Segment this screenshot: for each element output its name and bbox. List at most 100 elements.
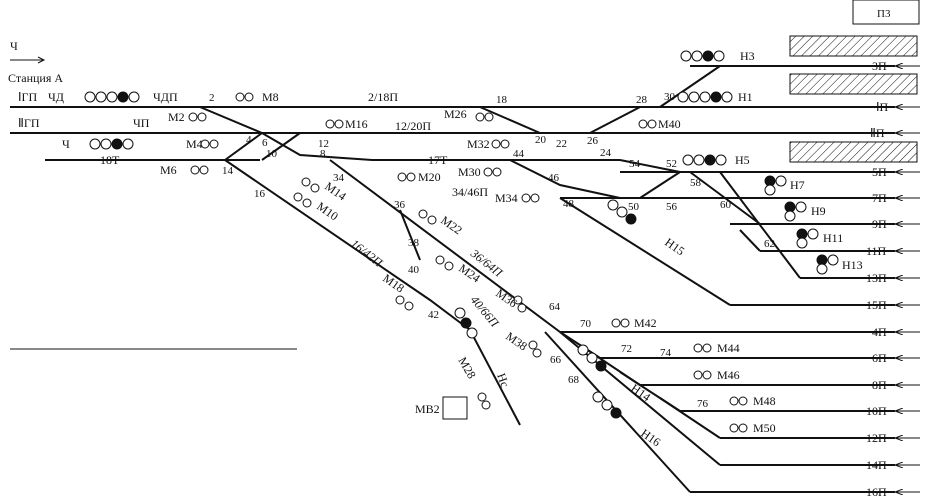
switch-18: 18 bbox=[496, 94, 508, 106]
switch-14: 14 bbox=[222, 165, 234, 177]
label-n7: Н7 bbox=[790, 178, 805, 192]
signal-n16-head bbox=[592, 391, 622, 419]
label-chdp: ЧДП bbox=[153, 90, 178, 104]
label-m18: М18 bbox=[380, 271, 407, 295]
label-track-10: 10П bbox=[866, 404, 887, 418]
direction-label-top: Ч bbox=[10, 39, 18, 53]
label-34-46p: 34/46П bbox=[452, 185, 488, 199]
label-track-13: 13П bbox=[866, 271, 887, 285]
station-box bbox=[852, 0, 920, 25]
label-m6: М6 bbox=[160, 163, 177, 177]
mv2-box bbox=[442, 396, 468, 420]
signal-n14-head bbox=[577, 344, 607, 372]
switch-10: 10 bbox=[266, 148, 278, 160]
switch-34: 34 bbox=[333, 172, 345, 184]
switch-26: 26 bbox=[587, 135, 599, 147]
switch-54: 54 bbox=[629, 158, 641, 170]
switch-36: 36 bbox=[394, 199, 406, 211]
signal-n1-head bbox=[677, 91, 733, 103]
label-track-2: ⅡП bbox=[870, 126, 885, 140]
platform-3 bbox=[789, 141, 918, 163]
label-m28: М28 bbox=[455, 355, 478, 382]
track-36-64 bbox=[329, 159, 721, 466]
signal-n9-head bbox=[784, 201, 807, 222]
label-track-11: 11П bbox=[866, 244, 887, 258]
label-m10: М10 bbox=[314, 199, 341, 223]
label-m30: М30 bbox=[458, 165, 481, 179]
label-track-5: 5П bbox=[872, 165, 887, 179]
label-n3: Н3 bbox=[740, 49, 755, 63]
label-track-16: 16П bbox=[866, 485, 887, 497]
signal-n5-head bbox=[682, 154, 727, 166]
label-track-7: 7П bbox=[872, 191, 887, 205]
signal-n13-head bbox=[816, 254, 839, 275]
track-end-arrows bbox=[895, 66, 920, 492]
switch-70: 70 bbox=[580, 318, 592, 330]
label-nc: Нс bbox=[494, 371, 512, 389]
switch-46: 46 bbox=[548, 172, 560, 184]
label-chd: ЧД bbox=[48, 90, 64, 104]
label-track-1gp: ⅠГП bbox=[18, 90, 37, 104]
switch-6: 6 bbox=[262, 137, 268, 149]
switch-4: 4 bbox=[246, 134, 252, 146]
label-n13: Н13 bbox=[842, 258, 863, 272]
label-track-15: 15П bbox=[866, 298, 887, 312]
label-m2: М2 bbox=[168, 110, 185, 124]
switch-76: 76 bbox=[697, 398, 709, 410]
switch-74: 74 bbox=[660, 347, 672, 359]
label-m20: М20 bbox=[418, 170, 441, 184]
label-track-12: 12П bbox=[866, 431, 887, 445]
switch-22: 22 bbox=[556, 138, 567, 150]
label-track-8: 8П bbox=[872, 378, 887, 392]
label-n15: Н15 bbox=[662, 235, 687, 258]
label-m32: М32 bbox=[467, 137, 490, 151]
label-track-6: 6П bbox=[872, 351, 887, 365]
label-m26: М26 bbox=[444, 107, 467, 121]
label-track-1: ⅠП bbox=[876, 100, 889, 114]
signal-chd-head bbox=[84, 91, 140, 103]
switch-38: 38 bbox=[408, 237, 420, 249]
label-track-3: 3П bbox=[872, 59, 887, 73]
label-m40: М40 bbox=[658, 117, 681, 131]
label-m38: М38 bbox=[503, 329, 530, 353]
switch-2: 2 bbox=[209, 92, 215, 104]
label-n16: Н16 bbox=[638, 426, 663, 449]
label-17t: 17Т bbox=[428, 153, 448, 167]
label-n9: Н9 bbox=[811, 204, 826, 218]
label-m8: М8 bbox=[262, 90, 279, 104]
switch-8: 8 bbox=[320, 148, 326, 160]
label-m36: М36 bbox=[493, 286, 520, 310]
switch-40: 40 bbox=[408, 264, 420, 276]
label-m50: М50 bbox=[753, 421, 776, 435]
signal-nc-head bbox=[454, 307, 478, 339]
label-m22: М22 bbox=[438, 213, 465, 237]
label-mv2: МВ2 bbox=[415, 402, 440, 416]
label-chp: ЧП bbox=[133, 116, 150, 130]
switch-30: 30 bbox=[664, 91, 676, 103]
switch-62: 62 bbox=[764, 238, 775, 250]
shunt-signals bbox=[188, 92, 748, 433]
label-m44: М44 bbox=[717, 341, 740, 355]
switch-16: 16 bbox=[254, 188, 266, 200]
label-n11: Н11 bbox=[823, 231, 843, 245]
switch-64: 64 bbox=[549, 301, 561, 313]
label-ch: Ч bbox=[62, 137, 70, 151]
label-track-2gp: ⅡГП bbox=[18, 116, 40, 130]
signal-n7-head bbox=[764, 175, 787, 196]
label-m34: М34 bbox=[495, 191, 518, 205]
switch-52: 52 bbox=[666, 158, 677, 170]
label-m16: М16 bbox=[345, 117, 368, 131]
signal-n15-head bbox=[607, 199, 637, 225]
label-m46: М46 bbox=[717, 368, 740, 382]
switch-68: 68 bbox=[568, 374, 580, 386]
switch-12: 12 bbox=[318, 138, 329, 150]
station-box-label: П3 bbox=[877, 8, 891, 20]
switch-50: 50 bbox=[628, 201, 640, 213]
label-m48: М48 bbox=[753, 394, 776, 408]
label-n5: Н5 bbox=[735, 153, 750, 167]
label-track-14: 14П bbox=[866, 458, 887, 472]
label-track-4: 4П bbox=[872, 325, 887, 339]
switch-42: 42 bbox=[428, 309, 439, 321]
